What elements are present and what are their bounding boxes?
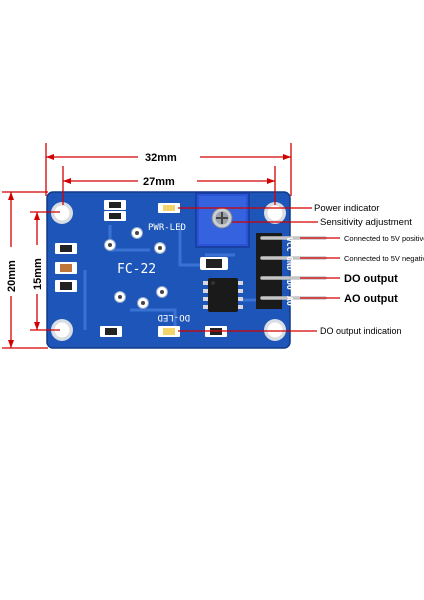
pin-label-gnd: GND — [285, 256, 294, 271]
smd-resistor — [200, 257, 228, 270]
pin-label-ao: AO — [285, 296, 294, 306]
dimension-32mm-label: 32mm — [145, 152, 177, 164]
board-model-label: FC-22 — [117, 262, 156, 277]
ic-chip — [203, 278, 243, 312]
smd-resistor — [104, 200, 126, 210]
callout-do-output-indication: DO output indication — [320, 326, 402, 336]
dimension-27mm — [62, 166, 276, 205]
callout-lines — [178, 207, 340, 332]
smd-resistor — [104, 211, 126, 221]
dimension-20mm-label: 20mm — [6, 260, 18, 292]
callout-gnd: Connected to 5V negative — [344, 254, 424, 263]
solder-pad-centers — [108, 231, 164, 305]
dimension-20mm — [2, 191, 48, 349]
dimension-15mm-label: 15mm — [32, 258, 44, 290]
mounting-hole-top-right — [264, 202, 286, 224]
callout-sensitivity-adjustment: Sensitivity adjustment — [320, 217, 412, 228]
smd-resistor — [100, 326, 122, 337]
smd-resistor — [55, 243, 77, 254]
callout-power-indicator: Power indicator — [314, 203, 379, 214]
smd-components — [55, 200, 228, 337]
callout-ao-output: AO output — [344, 293, 398, 305]
pwr-led-silkscreen: PWR-LED — [148, 223, 186, 233]
dimension-32mm — [45, 143, 292, 196]
mounting-hole-top-left — [51, 202, 73, 224]
do-led-silkscreen: DO-LED — [157, 312, 190, 322]
mounting-hole-bottom-right — [264, 319, 286, 341]
mounting-hole-bottom-left — [51, 319, 73, 341]
pin-label-do: DO — [285, 280, 294, 290]
callout-vcc: Connected to 5V positive — [344, 234, 424, 243]
pcb-board — [46, 191, 291, 349]
smd-resistor — [55, 280, 77, 292]
potentiometer — [195, 192, 250, 248]
pin-label-vcc: VCC — [285, 237, 294, 252]
callout-do-output: DO output — [344, 273, 398, 285]
dimension-27mm-label: 27mm — [143, 176, 175, 188]
do-led — [158, 326, 180, 337]
power-led — [158, 203, 180, 213]
pin-labels: VCC GND DO AO — [285, 237, 294, 306]
smd-capacitor — [55, 262, 77, 274]
dimension-15mm — [30, 211, 60, 331]
